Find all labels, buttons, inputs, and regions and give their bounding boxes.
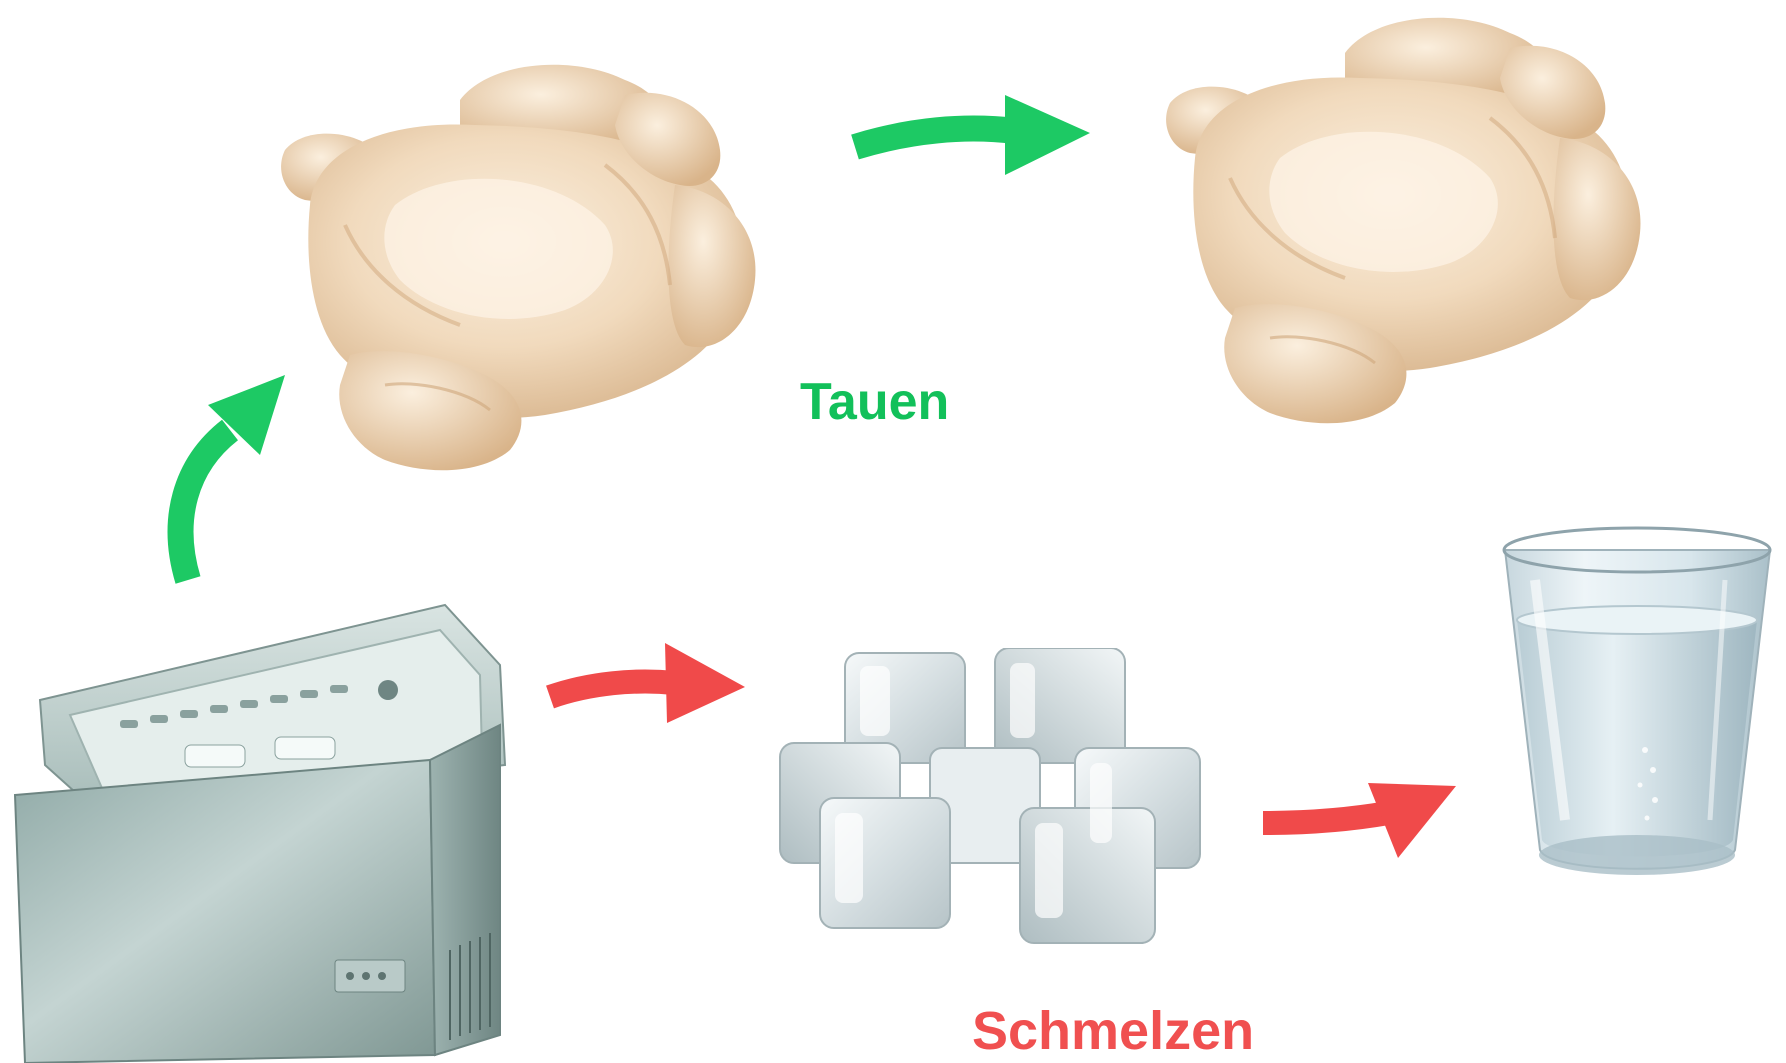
chest-freezer-image: [10, 595, 510, 1063]
thaw-label: Tauen: [800, 372, 949, 432]
thawed-chicken-image: [1160, 8, 1690, 448]
frozen-chicken-image: [275, 55, 805, 495]
melt-label: Schmelzen: [972, 1000, 1254, 1062]
arrow-freezer-to-ice: [545, 635, 750, 725]
arrow-freezer-to-chicken: [150, 370, 300, 590]
arrow-thaw: [850, 85, 1095, 185]
ice-cubes-image: [775, 648, 1205, 948]
arrow-melt: [1258, 778, 1458, 878]
glass-of-water-image: [1495, 520, 1785, 890]
